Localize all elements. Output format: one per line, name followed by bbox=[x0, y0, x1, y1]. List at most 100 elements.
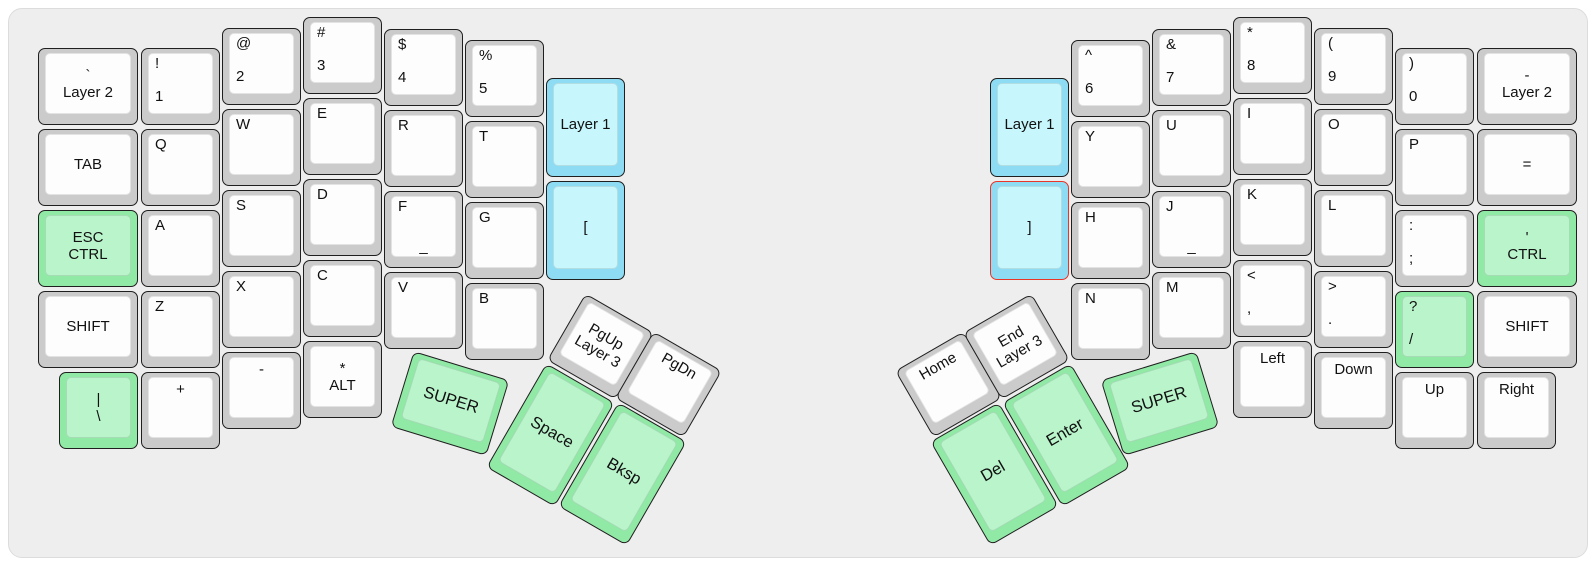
key-legend: ALT bbox=[329, 376, 356, 394]
key-g[interactable]: G bbox=[465, 202, 544, 279]
key-legend: ] bbox=[1027, 219, 1032, 236]
key-asterisk-8[interactable]: *8 bbox=[1233, 17, 1312, 94]
key-legend: TAB bbox=[73, 156, 103, 173]
key-tab[interactable]: TAB bbox=[38, 129, 138, 206]
key-t[interactable]: T bbox=[465, 121, 544, 198]
key-o[interactable]: O bbox=[1314, 109, 1393, 186]
key-legend: Layer 1 bbox=[560, 116, 611, 133]
key-paren-0[interactable]: )0 bbox=[1395, 48, 1474, 125]
key-layer1-left[interactable]: Layer 1 bbox=[546, 78, 625, 177]
key-legend: SUPER bbox=[421, 383, 481, 418]
keycap-top: *8 bbox=[1240, 22, 1305, 83]
key-legend: U bbox=[1166, 117, 1177, 134]
key-k[interactable]: K bbox=[1233, 179, 1312, 256]
keycap-top: *ALT bbox=[310, 346, 375, 407]
key-m[interactable]: M bbox=[1152, 272, 1231, 349]
key-legend: Left bbox=[1259, 350, 1286, 367]
key-asterisk-alt[interactable]: *ALT bbox=[303, 341, 382, 418]
key-right[interactable]: Right bbox=[1477, 372, 1556, 449]
key-lbracket[interactable]: [ bbox=[546, 181, 625, 280]
keycap-top: S bbox=[229, 195, 294, 256]
key-colon-semicolon[interactable]: :; bbox=[1395, 210, 1474, 287]
key-up[interactable]: Up bbox=[1395, 372, 1474, 449]
key-super-right[interactable]: SUPER bbox=[1100, 351, 1220, 456]
key-legend: [ bbox=[583, 219, 588, 236]
key-legend: 9 bbox=[1328, 68, 1337, 85]
key-legend: 8 bbox=[1247, 57, 1256, 74]
key-u[interactable]: U bbox=[1152, 110, 1231, 187]
keycap-top: A bbox=[148, 215, 213, 276]
key-legend: 5 bbox=[479, 80, 488, 97]
key-equals[interactable]: = bbox=[1477, 129, 1577, 206]
key-super-left[interactable]: SUPER bbox=[390, 351, 510, 456]
key-legend: . bbox=[1328, 311, 1333, 328]
keycap-top: J_ bbox=[1159, 196, 1224, 257]
key-a[interactable]: A bbox=[141, 210, 220, 287]
key-v[interactable]: V bbox=[384, 272, 463, 349]
key-d[interactable]: D bbox=[303, 179, 382, 256]
key-y[interactable]: Y bbox=[1071, 121, 1150, 198]
key-j[interactable]: J_ bbox=[1152, 191, 1231, 268]
key-legend: SHIFT bbox=[66, 318, 110, 335]
key-minus[interactable]: - bbox=[222, 352, 301, 429]
key-period[interactable]: >. bbox=[1314, 271, 1393, 348]
key-legend: > bbox=[1328, 278, 1337, 295]
key-down[interactable]: Down bbox=[1314, 352, 1393, 429]
keycap-top: |\ bbox=[66, 377, 131, 438]
key-caret-6[interactable]: ^6 bbox=[1071, 40, 1150, 117]
key-question-slash[interactable]: ?/ bbox=[1395, 291, 1474, 368]
keycap-top: (9 bbox=[1321, 33, 1386, 94]
key-f[interactable]: F_ bbox=[384, 191, 463, 268]
key-exclam-1[interactable]: !1 bbox=[141, 48, 220, 125]
keycap-top: Down bbox=[1321, 357, 1386, 418]
key-c[interactable]: C bbox=[303, 260, 382, 337]
keycap-top: K bbox=[1240, 184, 1305, 245]
key-h[interactable]: H bbox=[1071, 202, 1150, 279]
key-plus[interactable]: + bbox=[141, 372, 220, 449]
key-shift-right[interactable]: SHIFT bbox=[1477, 291, 1577, 368]
key-hash-3[interactable]: #3 bbox=[303, 17, 382, 94]
key-at-2[interactable]: @2 bbox=[222, 28, 301, 105]
key-left[interactable]: Left bbox=[1233, 341, 1312, 418]
key-minus-layer2[interactable]: -Layer 2 bbox=[1477, 48, 1577, 125]
key-x[interactable]: X bbox=[222, 271, 301, 348]
key-comma[interactable]: <, bbox=[1233, 260, 1312, 337]
key-r[interactable]: R bbox=[384, 110, 463, 187]
key-dollar-4[interactable]: $4 bbox=[384, 29, 463, 106]
keycap-top: R bbox=[391, 115, 456, 176]
key-e[interactable]: E bbox=[303, 98, 382, 175]
key-grave-layer2[interactable]: `Layer 2 bbox=[38, 48, 138, 125]
keycap-top: N bbox=[1078, 288, 1143, 349]
key-layer1-right[interactable]: Layer 1 bbox=[990, 78, 1069, 177]
keycap-top: O bbox=[1321, 114, 1386, 175]
key-legend: ! bbox=[155, 55, 160, 72]
keycap-top: U bbox=[1159, 115, 1224, 176]
key-legend: Bksp bbox=[603, 454, 645, 488]
key-quote-ctrl[interactable]: 'CTRL bbox=[1477, 210, 1577, 287]
key-z[interactable]: Z bbox=[141, 291, 220, 368]
key-legend: ^ bbox=[1085, 47, 1093, 64]
key-l[interactable]: L bbox=[1314, 190, 1393, 267]
key-legend: SUPER bbox=[1129, 383, 1189, 418]
key-q[interactable]: Q bbox=[141, 129, 220, 206]
key-legend: 2 bbox=[236, 68, 245, 85]
key-p[interactable]: P bbox=[1395, 129, 1474, 206]
key-s[interactable]: S bbox=[222, 190, 301, 267]
key-paren-9[interactable]: (9 bbox=[1314, 28, 1393, 105]
key-legend: G bbox=[479, 209, 491, 226]
key-pipe-backslash[interactable]: |\ bbox=[59, 372, 138, 449]
keycap-top: SHIFT bbox=[45, 296, 131, 357]
key-shift-left[interactable]: SHIFT bbox=[38, 291, 138, 368]
key-amp-7[interactable]: &7 bbox=[1152, 29, 1231, 106]
key-rbracket[interactable]: ] bbox=[990, 181, 1069, 280]
key-w[interactable]: W bbox=[222, 109, 301, 186]
key-i[interactable]: I bbox=[1233, 98, 1312, 175]
keycap-top: Up bbox=[1402, 377, 1467, 438]
key-n[interactable]: N bbox=[1071, 283, 1150, 360]
key-legend: V bbox=[398, 279, 409, 296]
key-percent-5[interactable]: %5 bbox=[465, 40, 544, 117]
key-b[interactable]: B bbox=[465, 283, 544, 360]
